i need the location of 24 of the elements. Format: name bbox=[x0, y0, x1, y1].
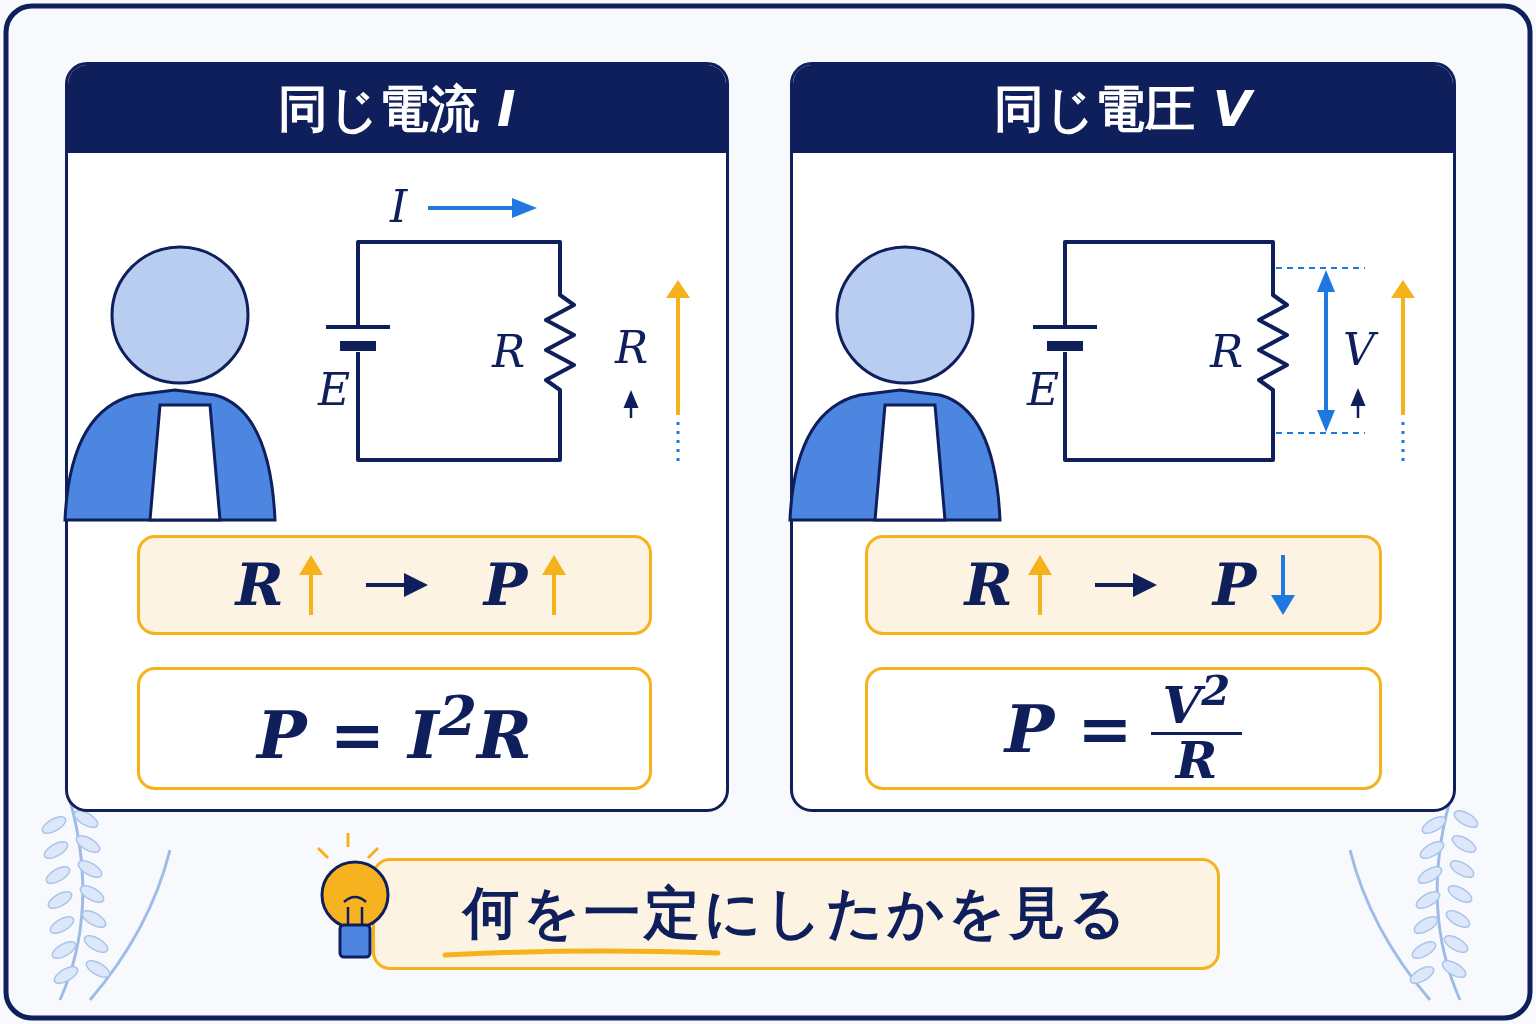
variable-label: R bbox=[492, 330, 526, 374]
variable-text: P bbox=[1212, 551, 1257, 619]
result-box bbox=[137, 535, 652, 635]
fraction-numerator: V$^{2}$ bbox=[1150, 669, 1243, 736]
tip-text: 何を一定にしたかを見る bbox=[462, 879, 1130, 947]
variable-text: R bbox=[235, 551, 284, 619]
variable-label: R bbox=[615, 326, 649, 370]
variable-label: E bbox=[1027, 368, 1060, 412]
panel-card bbox=[790, 62, 1456, 812]
tip-banner bbox=[372, 858, 1220, 970]
formula-box bbox=[137, 667, 652, 790]
variable-label: I bbox=[390, 185, 408, 229]
panel-heading: 同じ電圧 V bbox=[793, 65, 1453, 153]
formula-text: P = bbox=[1004, 689, 1133, 768]
variable-text: R bbox=[964, 551, 1013, 619]
panel-heading: 同じ電流 I bbox=[68, 65, 726, 153]
panel-card bbox=[65, 62, 729, 812]
variable-text: P bbox=[483, 551, 528, 619]
variable-label: R bbox=[1210, 330, 1244, 374]
fraction-denominator: R bbox=[1175, 735, 1218, 788]
formula-box bbox=[865, 667, 1382, 790]
result-box bbox=[865, 535, 1382, 635]
formula-text: P = I$^{2}$R bbox=[257, 683, 532, 774]
variable-label: E bbox=[318, 368, 351, 412]
